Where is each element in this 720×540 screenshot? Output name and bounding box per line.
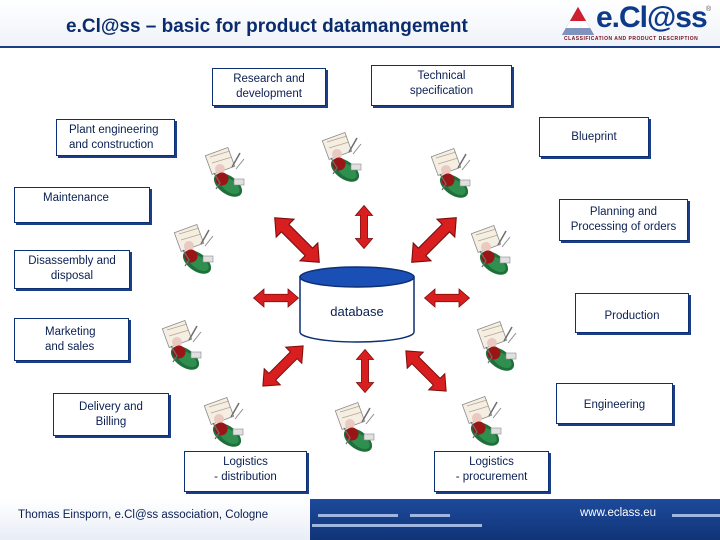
- footer-stripe: [672, 514, 720, 517]
- footer-stripe: [318, 514, 398, 517]
- header-divider: [0, 46, 720, 48]
- bidirectional-arrow-icon: [355, 349, 375, 393]
- worker-icon: [476, 320, 520, 377]
- worker-icon: [321, 131, 365, 188]
- bidirectional-arrow-icon: [253, 288, 299, 308]
- bidirectional-arrow-icon: [265, 208, 329, 272]
- logo-registered-mark: ®: [706, 6, 712, 13]
- bidirectional-arrow-icon: [254, 337, 312, 395]
- node-engineering: Engineering: [556, 383, 673, 424]
- eclass-logo: e.Cl@ss CLASSIFICATION AND PRODUCT DESCR…: [560, 1, 718, 45]
- footer-left-panel: [0, 499, 310, 540]
- node-production: Production: [575, 293, 689, 333]
- slide-title: e.Cl@ss – basic for product datamangemen…: [66, 16, 468, 37]
- node-research-development: Research and development: [212, 68, 326, 106]
- logo-pyramid-icon: [562, 7, 594, 35]
- worker-icon: [334, 401, 378, 458]
- logo-wordmark: e.Cl@ss: [596, 1, 708, 34]
- node-delivery-billing: Delivery and Billing: [53, 393, 169, 436]
- footer-author: Thomas Einsporn, e.Cl@ss association, Co…: [18, 509, 269, 521]
- footer-stripe: [410, 514, 450, 517]
- node-disassembly-disposal: Disassembly and disposal: [14, 250, 130, 289]
- footer-stripe: [312, 524, 482, 527]
- node-blueprint: Blueprint: [539, 117, 649, 157]
- worker-icon: [203, 396, 247, 453]
- worker-icon: [204, 146, 248, 203]
- worker-icon: [161, 319, 205, 376]
- footer-url-link[interactable]: www.eclass.eu: [580, 507, 657, 519]
- bidirectional-arrow-icon: [397, 342, 455, 400]
- bidirectional-arrow-icon: [424, 288, 470, 308]
- worker-icon: [470, 224, 514, 281]
- worker-icon: [173, 223, 217, 280]
- worker-icon: [461, 395, 505, 452]
- database-label: database: [330, 304, 384, 319]
- worker-icon: [430, 147, 474, 204]
- logo-tagline: CLASSIFICATION AND PRODUCT DESCRIPTION: [564, 36, 699, 42]
- node-technical-specification: Technical specification: [371, 65, 512, 106]
- database-cylinder: [299, 266, 415, 343]
- node-planning-processing-orders: Planning and Processing of orders: [559, 199, 688, 241]
- node-logistics-procurement: Logistics - procurement: [434, 451, 549, 492]
- bidirectional-arrow-icon: [354, 205, 374, 249]
- node-maintenance: Maintenance: [14, 187, 150, 223]
- slide-footer: [0, 499, 720, 540]
- node-logistics-distribution: Logistics - distribution: [184, 451, 307, 492]
- slide-header: [0, 0, 720, 48]
- bidirectional-arrow-icon: [402, 208, 466, 272]
- node-plant-engineering: Plant engineering and construction: [56, 119, 175, 156]
- node-marketing-sales: Marketing and sales: [14, 318, 129, 361]
